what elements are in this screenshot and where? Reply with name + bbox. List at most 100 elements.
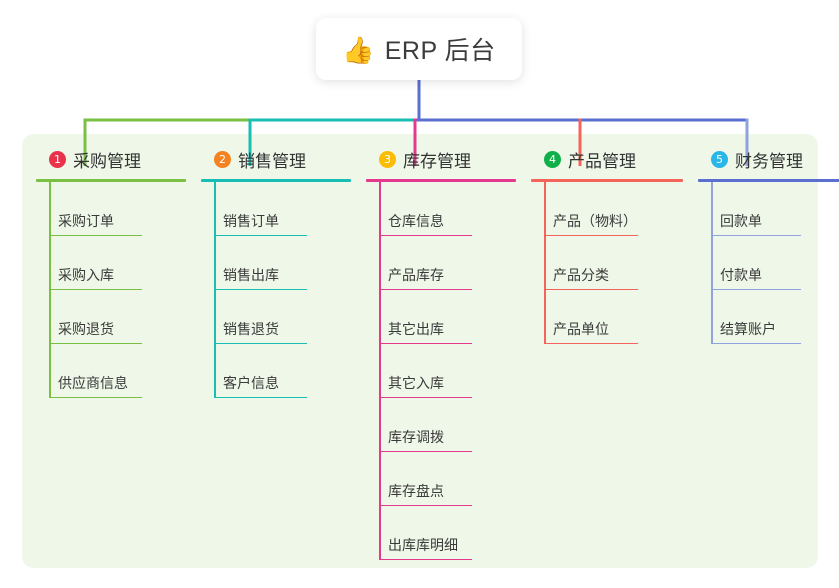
branch-item-underline	[49, 234, 142, 236]
branch-item[interactable]: 销售订单	[201, 182, 351, 236]
branch-item[interactable]: 结算账户	[698, 290, 839, 344]
branch-item[interactable]: 库存调拨	[366, 398, 516, 452]
branch-item-label: 付款单	[720, 267, 762, 283]
branch-item-list: 销售订单销售出库销售退货客户信息	[201, 182, 351, 398]
branch-vertical-stem	[379, 182, 381, 560]
branch-item-underline	[711, 234, 801, 236]
branch-item-label: 库存盘点	[388, 483, 444, 499]
branch-vertical-stem	[544, 182, 546, 344]
branch-item-label: 采购订单	[58, 213, 114, 229]
branch-item-underline	[711, 342, 801, 344]
branch-column-1: 1 采购管理采购订单采购入库采购退货供应商信息	[36, 146, 186, 398]
branch-underline	[36, 179, 186, 182]
branch-item-underline	[214, 234, 307, 236]
branch-item-label: 产品（物料）	[553, 213, 637, 229]
branch-item-label: 供应商信息	[58, 375, 128, 391]
branch-vertical-stem	[49, 182, 51, 398]
branch-item[interactable]: 产品单位	[531, 290, 683, 344]
branch-item-underline	[379, 288, 472, 290]
branch-item[interactable]: 回款单	[698, 182, 839, 236]
branch-item-underline	[214, 396, 307, 398]
branch-item-underline	[214, 342, 307, 344]
branch-column-3: 3 库存管理仓库信息产品库存其它出库其它入库库存调拨库存盘点出库库明细	[366, 146, 516, 560]
branch-header-1[interactable]: 1 采购管理	[36, 146, 186, 172]
branch-item-list: 采购订单采购入库采购退货供应商信息	[36, 182, 186, 398]
branch-item[interactable]: 其它入库	[366, 344, 516, 398]
branch-item-underline	[544, 234, 638, 236]
branch-item[interactable]: 销售出库	[201, 236, 351, 290]
branch-item-underline	[379, 342, 472, 344]
branch-number-badge: 5	[711, 150, 728, 168]
branch-item[interactable]: 采购入库	[36, 236, 186, 290]
branch-item[interactable]: 产品（物料）	[531, 182, 683, 236]
branch-header-5[interactable]: 5 财务管理	[698, 146, 839, 172]
branch-item-list: 仓库信息产品库存其它出库其它入库库存调拨库存盘点出库库明细	[366, 182, 516, 560]
branch-item-underline	[379, 396, 472, 398]
branch-item-underline	[379, 504, 472, 506]
branch-number-badge: 2	[214, 150, 231, 168]
branch-item-underline	[544, 342, 638, 344]
branch-item-label: 采购入库	[58, 267, 114, 283]
branch-underline	[531, 179, 683, 182]
root-title: ERP 后台	[384, 37, 496, 65]
branch-title: 销售管理	[238, 151, 306, 171]
branch-item-underline	[49, 342, 142, 344]
branch-title: 库存管理	[403, 151, 471, 171]
branch-underline	[201, 179, 351, 182]
branch-item-label: 销售出库	[223, 267, 279, 283]
branch-item-label: 回款单	[720, 213, 762, 229]
branch-item[interactable]: 供应商信息	[36, 344, 186, 398]
root-node[interactable]: 👍 ERP 后台	[316, 18, 522, 80]
branch-item-label: 其它入库	[388, 375, 444, 391]
branch-underline	[366, 179, 516, 182]
branch-title: 财务管理	[735, 151, 803, 171]
branch-vertical-stem	[711, 182, 713, 344]
branch-item-label: 产品库存	[388, 267, 444, 283]
branch-item-label: 仓库信息	[388, 213, 444, 229]
branch-item[interactable]: 客户信息	[201, 344, 351, 398]
branch-item-underline	[379, 450, 472, 452]
branch-title: 产品管理	[568, 151, 636, 171]
branch-item[interactable]: 付款单	[698, 236, 839, 290]
branch-number-badge: 1	[49, 150, 66, 168]
branch-header-4[interactable]: 4 产品管理	[531, 146, 683, 172]
branch-vertical-stem	[214, 182, 216, 398]
branch-header-3[interactable]: 3 库存管理	[366, 146, 516, 172]
branch-title: 采购管理	[73, 151, 141, 171]
branch-item-label: 库存调拨	[388, 429, 444, 445]
branch-item-underline	[214, 288, 307, 290]
branch-item-label: 其它出库	[388, 321, 444, 337]
branch-header-2[interactable]: 2 销售管理	[201, 146, 351, 172]
branch-column-2: 2 销售管理销售订单销售出库销售退货客户信息	[201, 146, 351, 398]
branch-item-underline	[379, 558, 472, 560]
branch-item-label: 产品单位	[553, 321, 609, 337]
branch-item-label: 销售订单	[223, 213, 279, 229]
branch-underline	[698, 179, 839, 182]
branch-item-list: 回款单付款单结算账户	[698, 182, 839, 344]
branch-item-underline	[49, 288, 142, 290]
branch-item-label: 客户信息	[223, 375, 279, 391]
branch-item[interactable]: 库存盘点	[366, 452, 516, 506]
branch-item-underline	[711, 288, 801, 290]
branch-item[interactable]: 采购订单	[36, 182, 186, 236]
branch-number-badge: 3	[379, 150, 396, 168]
branch-column-4: 4 产品管理产品（物料） 产品分类产品单位	[531, 146, 683, 344]
branch-item-label: 结算账户	[720, 321, 776, 337]
branch-item[interactable]: 产品分类	[531, 236, 683, 290]
branch-item[interactable]: 其它出库	[366, 290, 516, 344]
thumbs-up-icon: 👍	[342, 35, 375, 65]
branch-item[interactable]: 仓库信息	[366, 182, 516, 236]
branch-item[interactable]: 销售退货	[201, 290, 351, 344]
branch-number-badge: 4	[544, 150, 561, 168]
branch-item[interactable]: 产品库存	[366, 236, 516, 290]
branch-item-label: 出库库明细	[388, 537, 458, 553]
branch-item[interactable]: 采购退货	[36, 290, 186, 344]
branch-column-5: 5 财务管理回款单付款单结算账户	[698, 146, 839, 344]
branch-item-underline	[544, 288, 638, 290]
branch-item-label: 销售退货	[223, 321, 279, 337]
branch-item[interactable]: 出库库明细	[366, 506, 516, 560]
branches-panel	[22, 134, 818, 568]
branch-item-underline	[379, 234, 472, 236]
branch-item-underline	[49, 396, 142, 398]
